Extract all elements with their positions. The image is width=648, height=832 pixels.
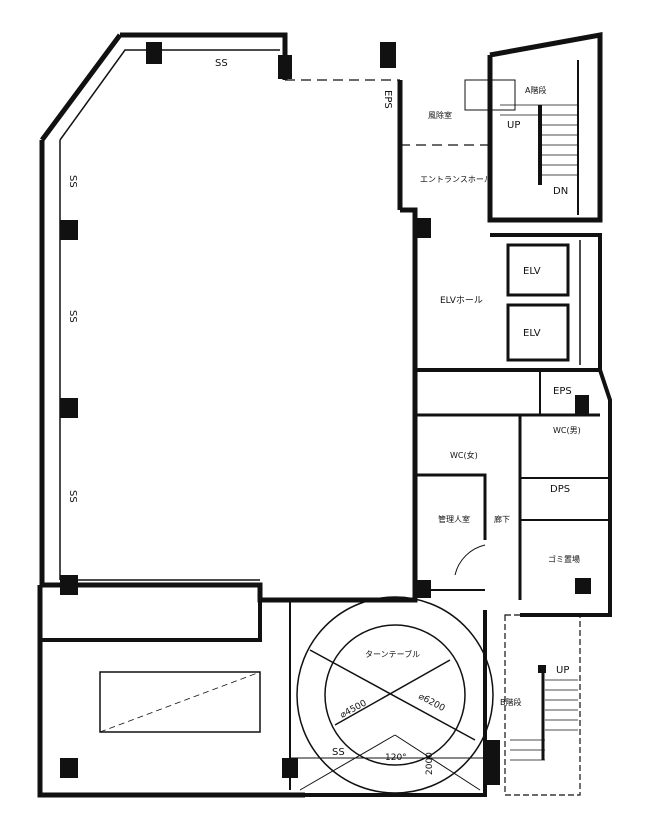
- label-dia-4500: ⌀4500: [339, 698, 369, 720]
- walls: [37, 32, 612, 798]
- label-up-a: UP: [507, 120, 520, 131]
- label-ss-left2: SS: [67, 310, 78, 323]
- label-stair-b: B階段: [500, 697, 522, 707]
- label-garbage: ゴミ置場: [548, 554, 580, 564]
- label-corridor: 廊下: [494, 514, 510, 524]
- label-up-b: UP: [556, 665, 569, 676]
- label-stair-a: A階段: [525, 85, 546, 95]
- label-ss-top: SS: [215, 58, 228, 69]
- label-ss-turntable: SS: [332, 747, 345, 758]
- label-ss-left1: SS: [67, 175, 78, 188]
- label-manager-room: 管理人室: [438, 514, 470, 524]
- label-elv1: ELV: [523, 266, 541, 277]
- label-elv2: ELV: [523, 328, 541, 339]
- label-eps-mid: EPS: [553, 386, 572, 397]
- label-angle: 120°: [385, 753, 407, 763]
- label-dim-2000: 2000: [425, 752, 435, 775]
- label-turntable: ターンテーブル: [365, 649, 420, 659]
- label-dn-a: DN: [553, 186, 568, 197]
- label-dps: DPS: [550, 484, 570, 495]
- label-wc-women: WC(女): [450, 450, 478, 460]
- label-windbreak: 風除室: [428, 110, 452, 120]
- label-ss-left3: SS: [67, 490, 78, 503]
- label-elv-hall: ELVホール: [440, 295, 483, 306]
- label-eps-top: EPS: [382, 90, 393, 109]
- label-wc-men: WC(男): [553, 426, 581, 435]
- columns: [60, 42, 591, 785]
- label-entrance-hall: エントランスホール: [420, 175, 492, 184]
